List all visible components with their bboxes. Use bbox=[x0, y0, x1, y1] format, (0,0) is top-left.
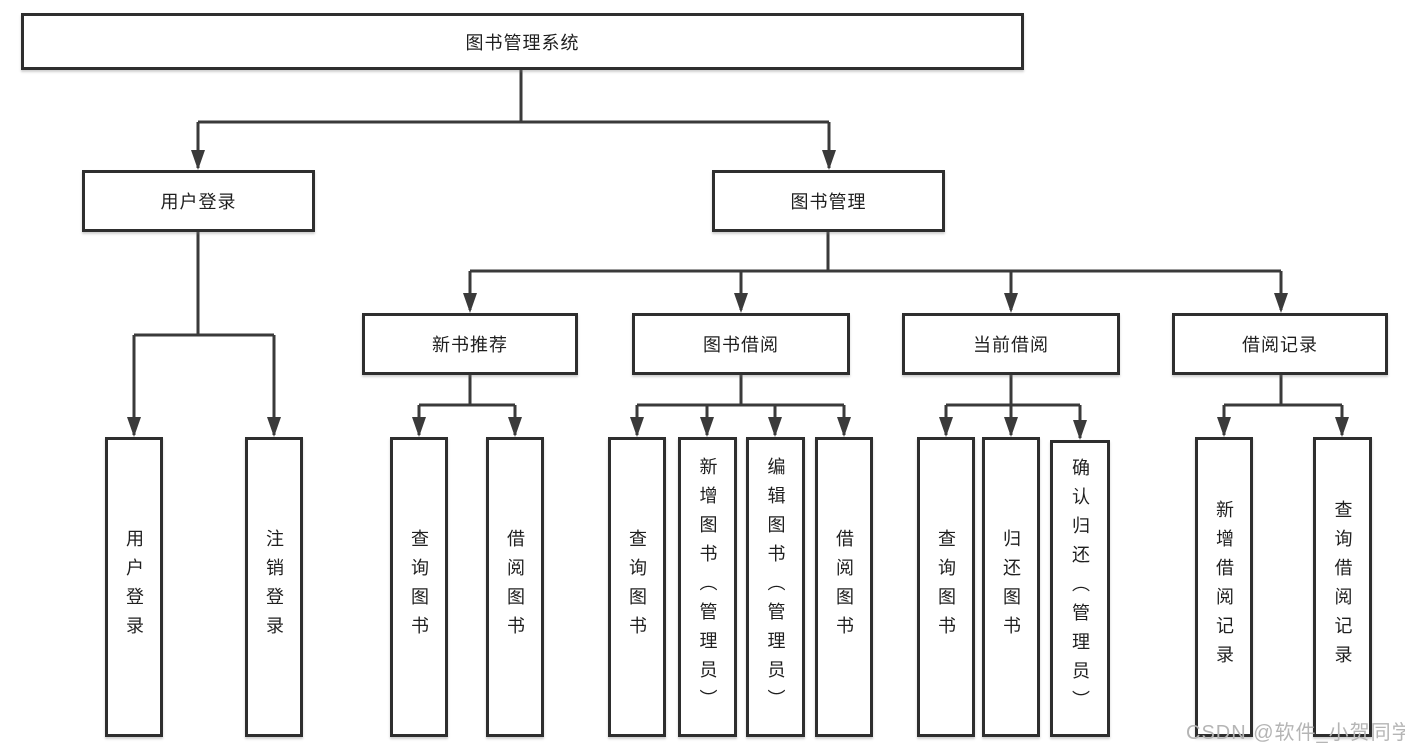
leaf-logout: 注销登录 bbox=[245, 437, 303, 737]
leaf-borrowing-borrow-books-label: 借阅图书 bbox=[834, 529, 854, 645]
arrow-down-icon bbox=[1004, 293, 1018, 313]
node-new-book-recommend-label: 新书推荐 bbox=[432, 335, 508, 355]
arrow-down-icon bbox=[939, 417, 953, 437]
arrow-down-icon bbox=[463, 293, 477, 313]
leaf-user-login: 用户登录 bbox=[105, 437, 163, 737]
leaf-current-query-books: 查询图书 bbox=[917, 437, 975, 737]
arrowheads bbox=[127, 150, 1349, 440]
leaf-borrowing-borrow-books: 借阅图书 bbox=[815, 437, 873, 737]
node-root: 图书管理系统 bbox=[21, 13, 1024, 70]
csdn-watermark: CSDN @软件_小贺同学 bbox=[1186, 722, 1405, 744]
arrow-down-icon bbox=[1335, 417, 1349, 437]
leaf-newbook-query-books-label: 查询图书 bbox=[409, 529, 429, 645]
node-borrowing-records: 借阅记录 bbox=[1172, 313, 1388, 375]
connector-user-login-to-leaves bbox=[132, 232, 276, 435]
leaf-current-confirm-return-admin: 确认归还（管理员） bbox=[1050, 440, 1110, 737]
node-book-management: 图书管理 bbox=[712, 170, 945, 232]
leaf-newbook-borrow-books-label: 借阅图书 bbox=[505, 529, 525, 645]
node-book-borrowing-label: 图书借阅 bbox=[703, 335, 779, 355]
leaf-records-add-record-label: 新增借阅记录 bbox=[1214, 500, 1234, 674]
arrow-down-icon bbox=[768, 417, 782, 437]
arrow-down-icon bbox=[1073, 420, 1087, 440]
connector-root-to-level2 bbox=[196, 70, 831, 168]
arrow-down-icon bbox=[127, 417, 141, 437]
arrow-down-icon bbox=[191, 150, 205, 170]
node-current-borrowing-label: 当前借阅 bbox=[973, 335, 1049, 355]
node-borrowing-records-label: 借阅记录 bbox=[1242, 335, 1318, 355]
arrow-down-icon bbox=[700, 417, 714, 437]
arrow-down-icon bbox=[822, 150, 836, 170]
leaf-newbook-query-books: 查询图书 bbox=[390, 437, 448, 737]
leaf-newbook-borrow-books: 借阅图书 bbox=[486, 437, 544, 737]
connector-book-management-to-level3 bbox=[468, 232, 1283, 310]
node-new-book-recommend: 新书推荐 bbox=[362, 313, 578, 375]
leaf-borrowing-query-books: 查询图书 bbox=[608, 437, 666, 737]
arrow-down-icon bbox=[508, 417, 522, 437]
leaf-logout-label: 注销登录 bbox=[264, 529, 284, 645]
leaf-current-return-books-label: 归还图书 bbox=[1001, 529, 1021, 645]
leaf-current-query-books-label: 查询图书 bbox=[936, 529, 956, 645]
leaf-current-confirm-return-admin-label: 确认归还（管理员） bbox=[1070, 458, 1090, 719]
arrow-down-icon bbox=[1274, 293, 1288, 313]
leaf-borrowing-add-books-admin: 新增图书（管理员） bbox=[678, 437, 737, 737]
node-user-login-label: 用户登录 bbox=[160, 192, 237, 212]
arrow-down-icon bbox=[1004, 417, 1018, 437]
leaf-user-login-label: 用户登录 bbox=[124, 529, 144, 645]
connector-borrowing-records-to-leaves bbox=[1222, 375, 1344, 435]
arrow-down-icon bbox=[734, 293, 748, 313]
leaf-borrowing-query-books-label: 查询图书 bbox=[627, 529, 647, 645]
arrow-down-icon bbox=[1217, 417, 1231, 437]
node-root-label: 图书管理系统 bbox=[465, 32, 580, 53]
arrow-down-icon bbox=[630, 417, 644, 437]
connector-new-book-recommend-to-leaves bbox=[417, 375, 517, 435]
arrow-down-icon bbox=[412, 417, 426, 437]
node-user-login: 用户登录 bbox=[82, 170, 315, 232]
arrow-down-icon bbox=[837, 417, 851, 437]
node-current-borrowing: 当前借阅 bbox=[902, 313, 1120, 375]
leaf-records-query-record: 查询借阅记录 bbox=[1313, 437, 1372, 737]
leaf-borrowing-edit-books-admin-label: 编辑图书（管理员） bbox=[765, 456, 786, 718]
arrow-down-icon bbox=[267, 417, 281, 437]
leaf-records-query-record-label: 查询借阅记录 bbox=[1332, 500, 1353, 674]
node-book-management-label: 图书管理 bbox=[790, 192, 867, 212]
leaf-borrowing-edit-books-admin: 编辑图书（管理员） bbox=[746, 437, 805, 737]
leaf-borrowing-add-books-admin-label: 新增图书（管理员） bbox=[697, 456, 718, 718]
node-book-borrowing: 图书借阅 bbox=[632, 313, 850, 375]
connector-book-borrowing-to-leaves bbox=[635, 375, 846, 435]
leaf-records-add-record: 新增借阅记录 bbox=[1195, 437, 1253, 737]
leaf-current-return-books: 归还图书 bbox=[982, 437, 1040, 737]
